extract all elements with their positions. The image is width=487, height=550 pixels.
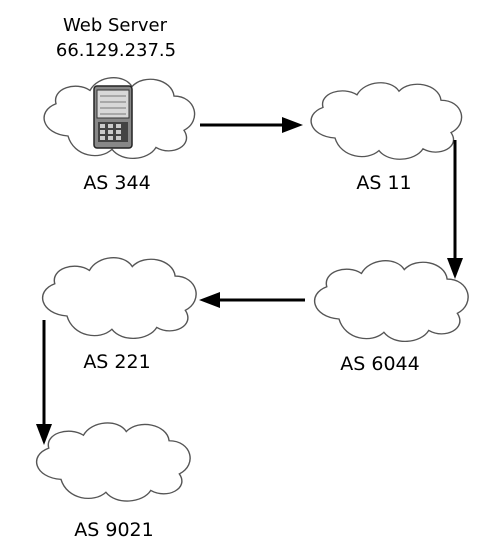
cloud-as221 [41,256,197,340]
server-icon [93,85,133,149]
as6044-label: AS 6044 [340,353,419,375]
as11-label: AS 11 [356,172,411,194]
web-server-ip: 66.129.237.5 [56,40,176,61]
arrow-as11-to-as6044 [447,140,463,279]
web-server-title: Web Server [63,15,168,36]
arrow-as6044-to-as221 [199,292,305,308]
cloud-icon [310,82,463,160]
as221-label: AS 221 [83,351,150,373]
cloud-icon [313,259,469,343]
arrow-as344-to-as11 [200,117,303,133]
as344-label: AS 344 [83,172,150,194]
arrow-as221-to-as9021 [36,320,52,445]
cloud-icon [35,422,191,502]
cloud-as9021 [35,422,191,502]
cloud-icon [41,256,197,340]
cloud-as11 [310,82,463,160]
as9021-label: AS 9021 [74,519,153,541]
cloud-as6044 [313,259,469,343]
